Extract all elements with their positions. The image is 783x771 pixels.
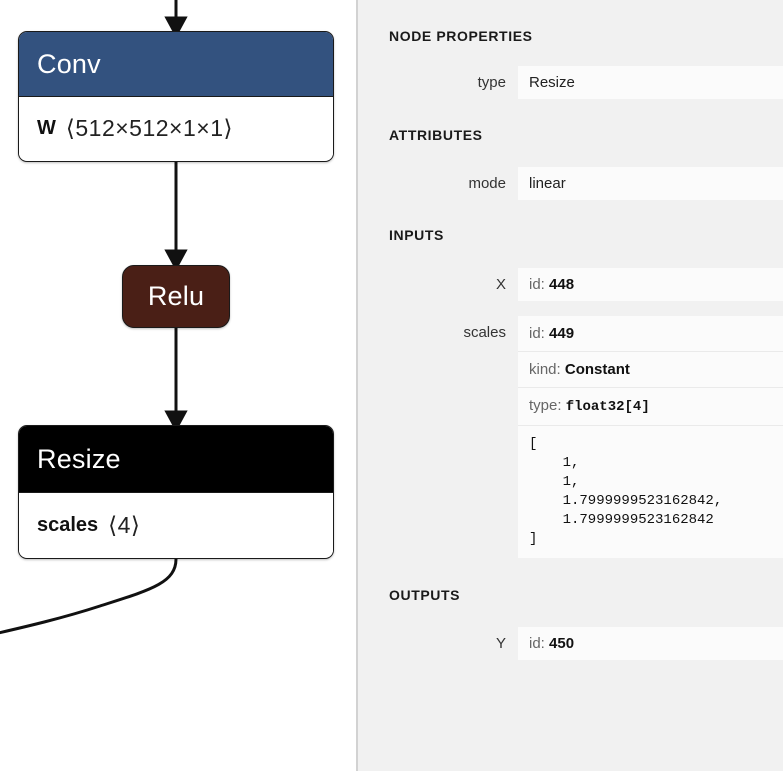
graph-node-conv-header: Conv [19, 32, 333, 96]
input-scales-type-row: type: float32[4] [518, 388, 783, 426]
section-header-attributes: ATTRIBUTES [389, 127, 483, 143]
input-scales-type-key: type: [529, 397, 562, 414]
graph-node-conv-attr-dims: ⟨512×512×1×1⟩ [65, 115, 233, 141]
graph-node-conv-body[interactable]: W ⟨512×512×1×1⟩ [19, 96, 333, 160]
output-y-id-value: 450 [549, 635, 575, 652]
graph-node-conv[interactable]: Conv W ⟨512×512×1×1⟩ [18, 31, 334, 162]
property-label-mode: mode [468, 175, 506, 192]
panel-divider[interactable] [356, 0, 358, 771]
graph-node-conv-attr-name: W [37, 117, 56, 139]
input-row-scales: scales id: 449 kind: Constant type: floa… [358, 316, 783, 558]
input-scales-type-value: float32[4] [565, 399, 650, 415]
property-row-mode: mode linear [358, 167, 783, 200]
property-row-type: type Resize [358, 66, 783, 99]
input-x-id-key: id: [529, 276, 545, 293]
input-scales-id-row: id: 449 [518, 316, 783, 352]
section-header-outputs: OUTPUTS [389, 587, 461, 603]
input-value-group-scales[interactable]: id: 449 kind: Constant type: float32[4] … [518, 316, 783, 558]
output-row-y: Y id: 450 [358, 627, 783, 660]
input-label-scales: scales [463, 324, 506, 341]
input-scales-id-key: id: [529, 325, 545, 342]
output-value-y[interactable]: id: 450 [518, 627, 783, 660]
property-value-type: Resize [518, 66, 783, 99]
graph-node-relu[interactable]: Relu [122, 265, 230, 328]
graph-node-resize-header: Resize [19, 426, 333, 492]
output-y-id-key: id: [529, 635, 545, 652]
input-label-x: X [495, 276, 506, 293]
input-value-x[interactable]: id: 448 [518, 268, 783, 301]
graph-edges [0, 0, 188, 635]
input-scales-array-value: [ 1, 1, 1.7999999523162842, 1.7999999523… [529, 436, 723, 547]
graph-node-resize[interactable]: Resize scales ⟨4⟩ [18, 425, 334, 559]
graph-node-resize-attr-dims: ⟨4⟩ [108, 511, 141, 538]
graph-canvas[interactable]: Conv W ⟨512×512×1×1⟩ Relu Resize scales … [0, 0, 356, 771]
graph-node-resize-body[interactable]: scales ⟨4⟩ [19, 492, 333, 557]
node-properties-panel: NODE PROPERTIES type Resize ATTRIBUTES m… [358, 0, 783, 771]
graph-node-conv-title: Conv [37, 48, 101, 79]
input-scales-id-value: 449 [549, 325, 575, 342]
input-scales-kind-value: Constant [564, 361, 630, 378]
edge-resize-to-offscreen [0, 558, 178, 635]
section-header-node-properties: NODE PROPERTIES [389, 28, 533, 44]
input-row-x: X id: 448 [358, 268, 783, 301]
input-scales-kind-row: kind: Constant [518, 352, 783, 388]
graph-node-resize-attr-name: scales [37, 513, 99, 536]
input-scales-kind-key: kind: [529, 361, 561, 378]
input-x-id-value: 448 [549, 276, 575, 293]
property-label-type: type [477, 74, 506, 91]
graph-node-relu-title: Relu [147, 281, 205, 311]
graph-node-resize-title: Resize [37, 443, 121, 474]
property-value-mode: linear [518, 167, 783, 200]
section-header-inputs: INPUTS [389, 227, 444, 243]
output-label-y: Y [495, 635, 506, 652]
